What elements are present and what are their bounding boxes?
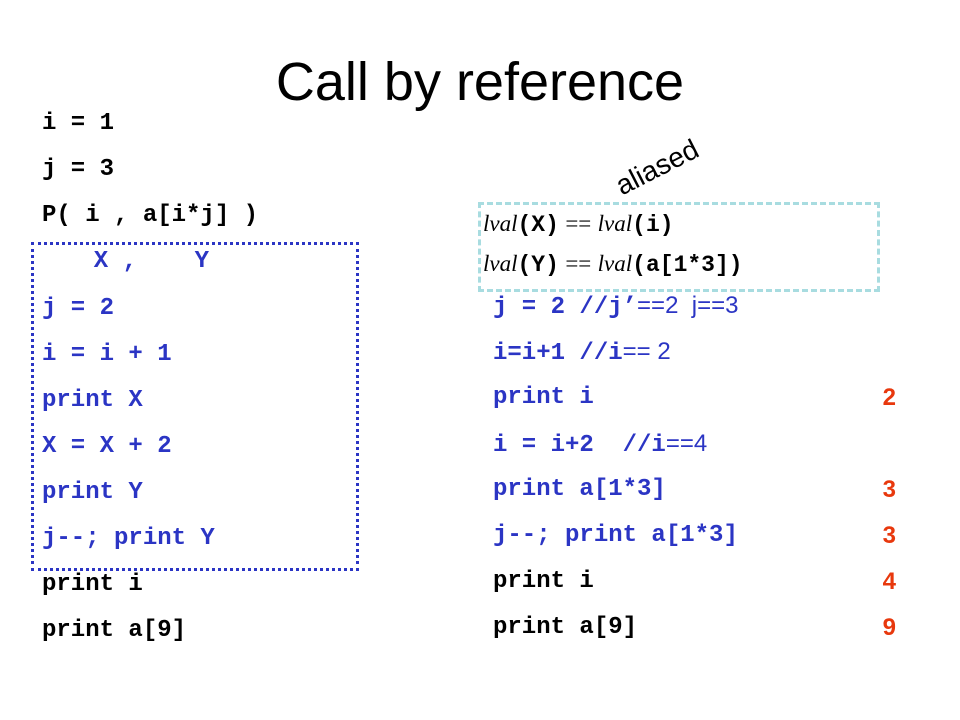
slide-title: Call by reference <box>275 52 685 112</box>
trace-line-j-assign: j = 2 //j’==2 j==3 <box>493 292 738 322</box>
lval-label: lval <box>483 211 518 236</box>
equals-sign: == <box>565 251 592 276</box>
code-line-print-a9: print a[9] <box>42 617 187 644</box>
procedure-body-box <box>31 242 359 571</box>
lval-label: lval <box>483 251 518 276</box>
lval-label: lval <box>597 211 633 236</box>
code-line-i-init: i = 1 <box>42 110 115 137</box>
trace-line-print-i-final: print i <box>493 568 594 595</box>
alias-param-y: (Y) <box>517 252 559 278</box>
trace-comment: == 2 <box>622 338 671 365</box>
trace-code: j = 2 //j’ <box>493 294 638 321</box>
code-line-print-y: print Y <box>42 479 143 506</box>
alias-box <box>478 202 880 292</box>
trace-line-decrement-print-a: j--; print a[1*3] <box>493 522 738 549</box>
equals-sign: == <box>565 211 592 236</box>
code-line-params: X , Y <box>65 248 210 275</box>
alias-line-x: lval(X) == lval(i) <box>483 210 674 238</box>
alias-arg-i: (i) <box>632 212 674 238</box>
trace-line-i-increment: i=i+1 //i== 2 <box>493 338 671 368</box>
alias-arg-a: (a[1*3]) <box>632 252 743 278</box>
lval-label: lval <box>597 251 633 276</box>
trace-comment: ==2 j==3 <box>637 292 739 319</box>
trace-line-i-add: i = i+2 //i==4 <box>493 430 707 460</box>
trace-output: 4 <box>882 568 896 595</box>
trace-line-print-a9: print a[9] <box>493 614 638 641</box>
trace-line-print-a: print a[1*3] <box>493 476 666 503</box>
trace-output: 3 <box>882 476 896 503</box>
alias-param-x: (X) <box>517 212 559 238</box>
code-line-x-assign: X = X + 2 <box>42 433 172 460</box>
trace-output: 3 <box>882 522 896 549</box>
alias-line-y: lval(Y) == lval(a[1*3]) <box>483 250 743 278</box>
code-line-print-x: print X <box>42 387 143 414</box>
trace-line-print-i: print i <box>493 384 594 411</box>
trace-output: 2 <box>882 384 896 411</box>
trace-code: i=i+1 //i <box>493 340 623 367</box>
code-line-decrement-print-y: j--; print Y <box>42 525 215 552</box>
code-line-i-increment: i = i + 1 <box>42 341 172 368</box>
code-line-print-i: print i <box>42 571 143 598</box>
code-line-call: P( i , a[i*j] ) <box>42 202 259 229</box>
trace-comment: ==4 <box>665 430 708 457</box>
trace-code: i = i+2 //i <box>493 432 666 459</box>
trace-output: 9 <box>882 614 896 641</box>
aliased-annotation: aliased <box>610 133 704 202</box>
code-line-j-assign: j = 2 <box>42 295 115 322</box>
code-line-j-init: j = 3 <box>42 156 115 183</box>
